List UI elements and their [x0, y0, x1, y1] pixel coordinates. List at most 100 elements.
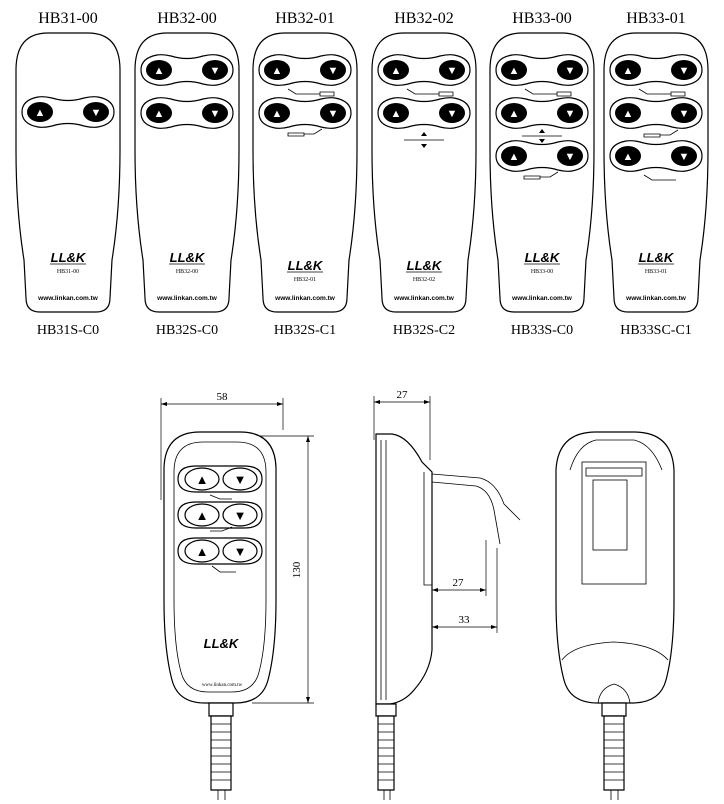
down-button[interactable]: ▼: [234, 472, 247, 487]
up-button[interactable]: ▲: [196, 544, 209, 559]
button-pair: ▲ ▼: [377, 97, 471, 129]
tilt-icon: [522, 129, 562, 143]
bed-position-icon: [523, 171, 559, 180]
inner-depth-label: 27: [453, 577, 465, 589]
brand-logo: LL&K: [525, 250, 561, 265]
inner-depth-dimension: 27: [432, 540, 487, 596]
up-button[interactable]: ▲: [509, 151, 520, 163]
model-bottom-label: HB33SC-C1: [620, 323, 692, 338]
width-label: 58: [217, 391, 229, 403]
model-hb32-01: HB32-01 ▲ ▼ ▲ ▼ LL&K HB32-01 www.linkan.…: [252, 10, 358, 338]
website-text: www.linkan.com.tw: [393, 295, 455, 302]
down-button[interactable]: ▼: [91, 107, 102, 119]
brand-logo: LL&K: [204, 636, 240, 651]
up-button[interactable]: ▲: [509, 108, 520, 120]
model-bottom-label: HB32S-C1: [274, 323, 336, 338]
bed-position-icon: [524, 88, 572, 97]
model-hb33-00: HB33-00 ▲ ▼ ▲ ▼ ▲ ▼: [489, 10, 595, 338]
down-button[interactable]: ▼: [234, 508, 247, 523]
down-button[interactable]: ▼: [447, 65, 458, 77]
up-button[interactable]: ▲: [154, 65, 165, 77]
cable-boot: [597, 683, 631, 704]
up-button[interactable]: ▲: [623, 65, 634, 77]
up-button[interactable]: ▲: [35, 107, 46, 119]
button-pair: ▲ ▼: [377, 54, 471, 86]
side-body-outer: [375, 433, 433, 705]
down-button[interactable]: ▼: [565, 65, 576, 77]
model-top-label: HB33-01: [626, 10, 686, 27]
depth-label: 27: [397, 389, 409, 401]
button-pair: ▲ ▼: [609, 54, 703, 86]
cable: [208, 702, 234, 800]
up-button[interactable]: ▲: [391, 65, 402, 77]
up-button[interactable]: ▲: [196, 508, 209, 523]
button-pair: ▲ ▼: [258, 54, 352, 86]
up-button[interactable]: ▲: [509, 65, 520, 77]
button-pair: ▲ ▼: [21, 96, 115, 128]
model-bottom-label: HB31S-C0: [37, 323, 99, 338]
model-hb31-00: HB31-00 ▲ ▼ LL&K HB31-00 www.linkan.com.…: [15, 10, 121, 338]
bed-position-icon: [287, 128, 323, 137]
model-top-label: HB31-00: [38, 10, 98, 27]
down-button[interactable]: ▼: [328, 108, 339, 120]
down-button[interactable]: ▼: [679, 151, 690, 163]
brand-logo: LL&K: [639, 250, 675, 265]
back-body-outer: [555, 431, 675, 704]
belt-clip: [581, 461, 647, 585]
bed-position-icon: [406, 88, 454, 97]
up-button[interactable]: ▲: [391, 108, 402, 120]
down-button[interactable]: ▼: [679, 65, 690, 77]
cable: [601, 702, 627, 800]
model-top-label: HB33-00: [512, 10, 572, 27]
website-text: www.linkan.com.tw: [625, 295, 687, 302]
model-code: HB33-00: [531, 269, 553, 275]
front-body-outer: [163, 431, 277, 704]
bed-position-icon: [643, 174, 676, 181]
website-text: www.linkan.com.tw: [156, 295, 218, 302]
down-button[interactable]: ▼: [234, 544, 247, 559]
brand-logo: LL&K: [170, 250, 206, 265]
up-button[interactable]: ▲: [196, 472, 209, 487]
button-pair: ▲ ▼: [495, 97, 589, 129]
model-code: HB31-00: [57, 269, 79, 275]
tilt-icon: [404, 132, 444, 148]
model-top-label: HB32-02: [394, 10, 454, 27]
button-pair: ▲ ▼: [495, 54, 589, 86]
button-pair: ▲ ▼: [140, 97, 234, 129]
side-view: 27 27 33: [373, 389, 521, 800]
down-button[interactable]: ▼: [679, 108, 690, 120]
button-pair: ▲ ▼: [609, 97, 703, 129]
button-pair: ▲ ▼: [140, 54, 234, 86]
model-bottom-label: HB33S-C0: [511, 323, 573, 338]
cable: [375, 703, 397, 800]
depth-dimension: 27: [373, 389, 431, 460]
button-pair: ▲ ▼: [177, 465, 263, 493]
down-button[interactable]: ▼: [565, 151, 576, 163]
down-button[interactable]: ▼: [328, 65, 339, 77]
up-button[interactable]: ▲: [272, 108, 283, 120]
up-button[interactable]: ▲: [623, 108, 634, 120]
down-button[interactable]: ▼: [210, 65, 221, 77]
down-button[interactable]: ▼: [447, 108, 458, 120]
up-button[interactable]: ▲: [623, 151, 634, 163]
cable-depth-label: 33: [459, 614, 471, 626]
button-pair: ▲ ▼: [177, 501, 263, 529]
back-view: [555, 431, 675, 800]
model-code: HB32-01: [294, 277, 316, 283]
button-pair: ▲ ▼: [177, 537, 263, 565]
brand-logo: LL&K: [51, 250, 87, 265]
up-button[interactable]: ▲: [272, 65, 283, 77]
brand-logo: LL&K: [407, 258, 443, 273]
height-dimension: 130: [252, 435, 314, 704]
model-code: HB33-01: [645, 269, 667, 275]
website-text: www.linkan.com.tw: [37, 295, 99, 302]
model-hb33-01: HB33-01 ▲ ▼ ▲ ▼ ▲ ▼: [603, 10, 709, 338]
down-button[interactable]: ▼: [210, 108, 221, 120]
model-top-label: HB32-00: [157, 10, 217, 27]
front-view: 58 130 ▲ ▼ ▲ ▼: [160, 391, 314, 800]
button-pair: ▲ ▼: [495, 140, 589, 172]
up-button[interactable]: ▲: [154, 108, 165, 120]
brand-logo: LL&K: [288, 258, 324, 273]
down-button[interactable]: ▼: [565, 108, 576, 120]
